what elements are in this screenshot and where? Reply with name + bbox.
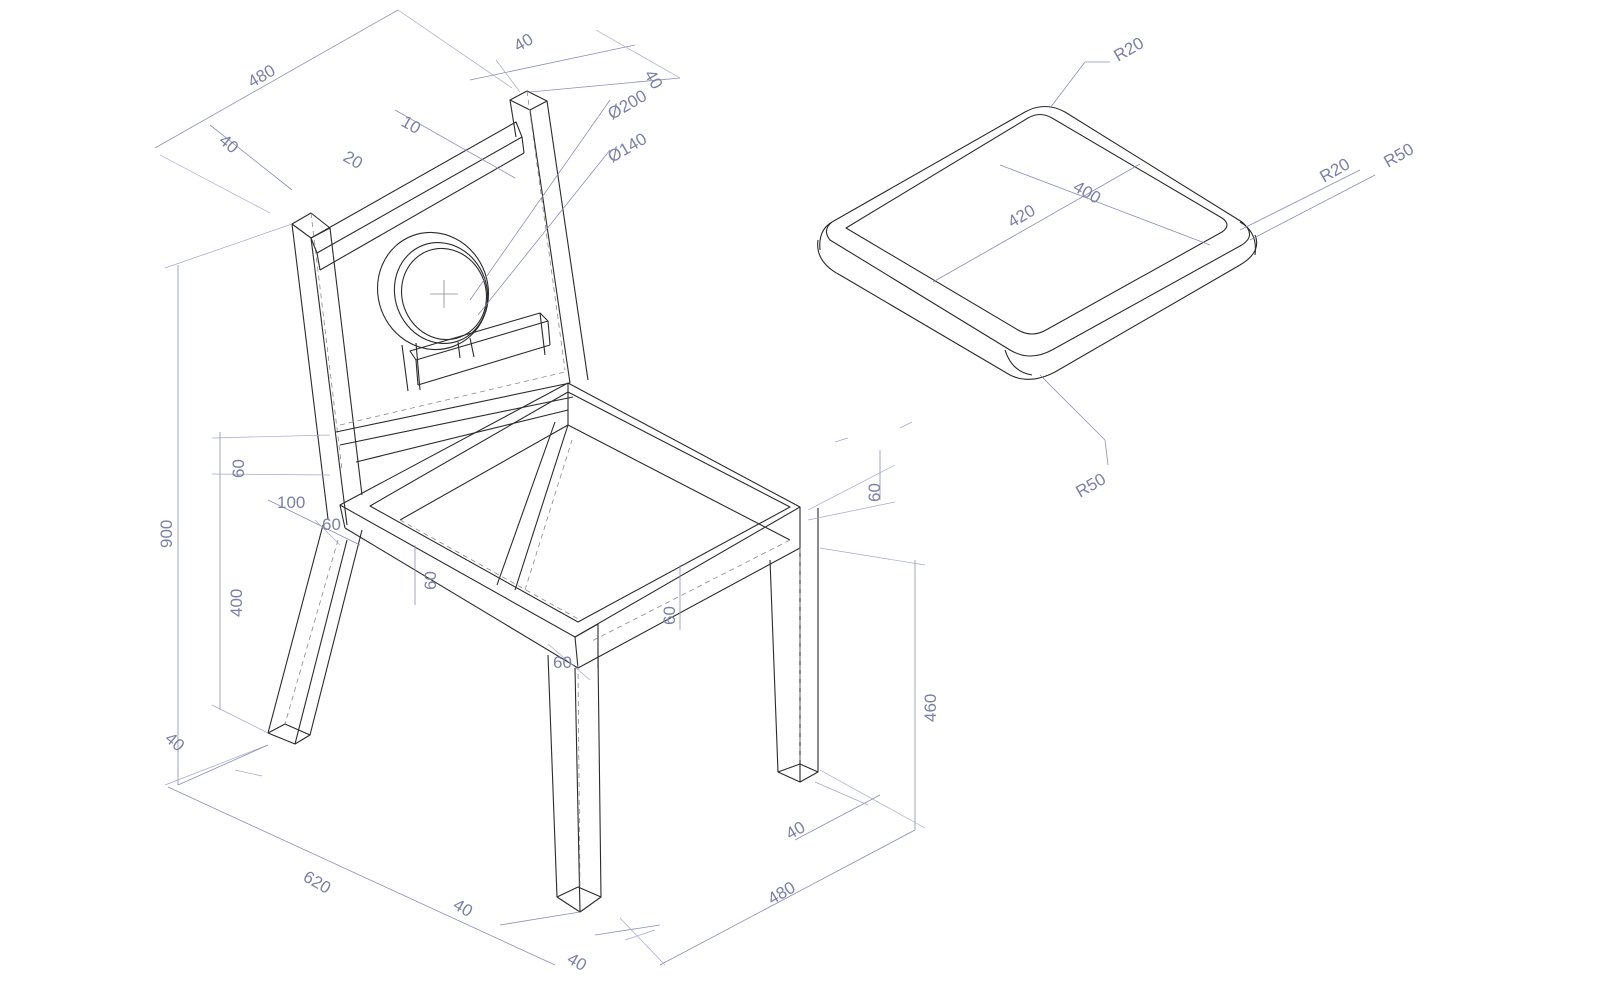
chair-dimension-lines: [154, 9, 926, 966]
dim-rail-60-left: 60: [229, 459, 248, 478]
dim-leg-40-right: 40: [783, 818, 809, 844]
dim-leg-60-front: 60: [553, 653, 572, 672]
dim-rail-60-mid: 60: [322, 515, 341, 534]
dim-rail-100: 100: [277, 493, 305, 512]
dim-seat-height: 460: [921, 694, 940, 722]
middle-back-rail: [409, 312, 551, 386]
lower-back-rail: [335, 371, 574, 463]
dim-front-leg-40-a: 40: [450, 895, 476, 921]
dim-radius-20-top: R20: [1111, 33, 1148, 65]
dim-width-620: 620: [300, 867, 334, 898]
dim-apron-60-front: 60: [421, 571, 440, 590]
dim-top-rail-gap: 40: [511, 30, 537, 56]
seat-cushion-detail: [817, 105, 1258, 380]
dim-side-60-right: 60: [865, 483, 884, 502]
seat-frame: [339, 382, 801, 669]
seat-dimension-lines: [1039, 61, 1376, 466]
dim-depth-480-bottom: 480: [765, 878, 799, 909]
dim-seat-width-420: 420: [1005, 201, 1039, 232]
dim-top-post-thick: 40: [215, 131, 242, 158]
dim-leg-height-400: 400: [227, 589, 246, 617]
dim-apron-60-side: 60: [660, 606, 679, 625]
rear-brace: [496, 421, 573, 591]
dim-radius-50-bottom: R50: [1073, 469, 1110, 501]
left-back-leg: [267, 524, 363, 745]
dim-rail-10: 10: [398, 112, 424, 138]
dim-back-leg-40: 40: [161, 729, 188, 756]
dim-top-depth: 480: [245, 61, 279, 92]
dim-rail-20: 20: [340, 147, 366, 173]
right-back-post: [509, 90, 589, 384]
chair-isometric-view: [267, 90, 819, 913]
dim-diameter-inner: Ø140: [605, 129, 651, 166]
top-back-rail: [310, 121, 525, 271]
dim-overall-height: 900: [157, 520, 176, 548]
seat-dimension-labels: R20 R20 R50 R50 420 400: [1005, 33, 1418, 501]
dim-diameter-outer: Ø200: [605, 86, 651, 123]
back-ring: [376, 231, 490, 392]
dim-front-leg-40-b: 40: [564, 949, 590, 975]
front-right-leg: [769, 508, 819, 783]
dim-radius-20-right: R20: [1317, 154, 1354, 186]
front-left-leg: [547, 654, 602, 913]
left-back-post: [291, 212, 363, 526]
dim-top-post-thick-right: 40: [641, 67, 667, 93]
dim-radius-50-right: R50: [1381, 139, 1418, 171]
